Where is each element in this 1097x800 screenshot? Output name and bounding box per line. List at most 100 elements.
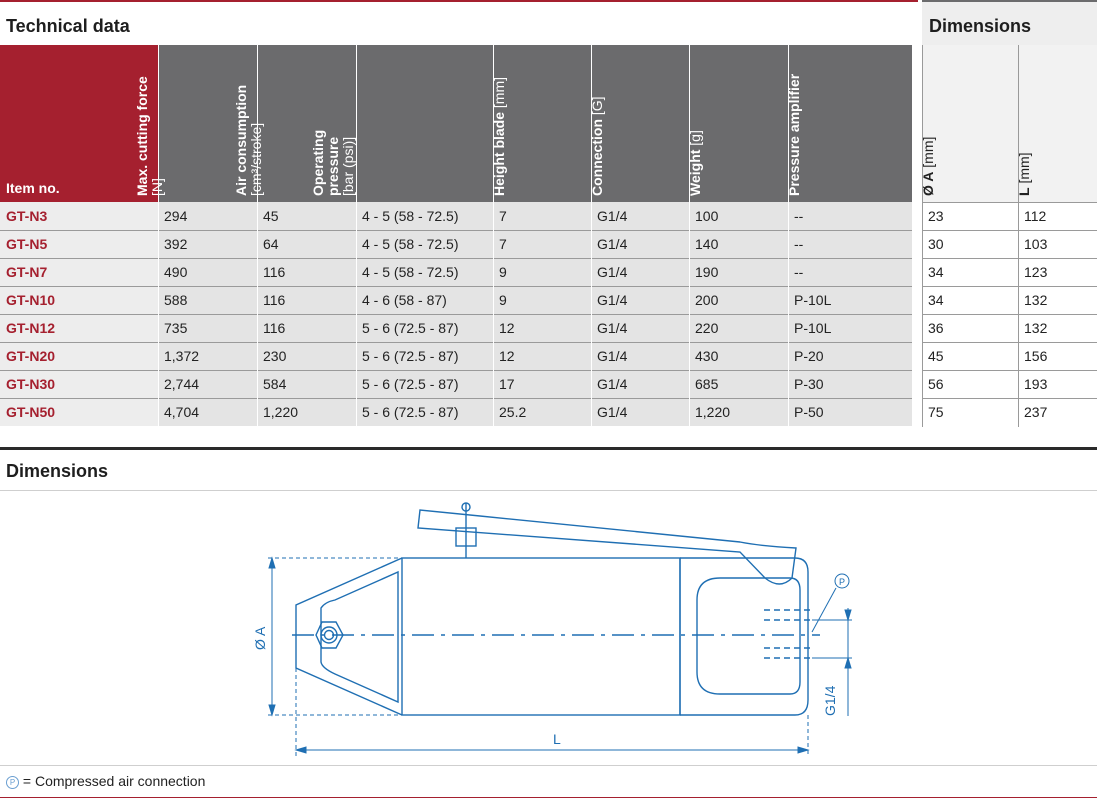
table-cell: 9 (499, 292, 507, 308)
spec-row-shade (158, 258, 912, 286)
p-legend-icon: P (6, 776, 19, 789)
legend-text: = Compressed air connection (22, 773, 206, 789)
dim-table-cell: 103 (1024, 236, 1048, 252)
table-cell: 685 (695, 376, 719, 392)
drawing-title-rule (0, 490, 1097, 491)
table-cell: G1/4 (597, 236, 628, 252)
item-number: GT-N50 (6, 404, 56, 420)
item-cell-shade (0, 398, 158, 426)
spec-row-shade (158, 314, 912, 342)
label-diameter: Ø A (252, 626, 268, 650)
dim-table-cell: 132 (1024, 292, 1048, 308)
table-cell: 2,744 (164, 376, 200, 392)
item-number: GT-N30 (6, 376, 56, 392)
cutting-head (295, 557, 403, 716)
dim-column-header-1: Ø A [mm] (920, 45, 1018, 202)
item-number: GT-N12 (6, 320, 56, 336)
table-cell: 735 (164, 320, 188, 336)
spec-row-shade (158, 286, 912, 314)
table-cell: 116 (263, 292, 286, 308)
column-header-label: Connection [G] (589, 96, 605, 196)
lever-arm (417, 509, 797, 585)
column-header-7: Pressure amplifier (786, 45, 912, 202)
table-cell: 230 (263, 348, 287, 364)
dimensions-header-shade (922, 0, 1097, 45)
spec-row-shade (158, 370, 912, 398)
table-cell: 5 - 6 (72.5 - 87) (362, 348, 459, 364)
table-cell: 294 (164, 208, 188, 224)
table-cell: 116 (263, 320, 286, 336)
table-cell: 4,704 (164, 404, 200, 420)
cell-separator (591, 202, 592, 426)
table-cell: 4 - 6 (58 - 87) (362, 292, 447, 308)
table-cell: 584 (263, 376, 287, 392)
cell-separator (257, 202, 258, 426)
technical-data-title: Technical data (6, 16, 130, 36)
legend: P = Compressed air connection (6, 773, 205, 789)
pivot-pin-head (461, 502, 471, 512)
dim-table-cell: 237 (1024, 404, 1048, 420)
table-cell: 7 (499, 236, 507, 252)
label-connection: G1/4 (822, 685, 838, 716)
cell-separator (788, 202, 789, 426)
row-separator (0, 370, 912, 371)
table-cell: 220 (695, 320, 719, 336)
column-header-bold: Max. cutting force (134, 76, 150, 196)
column-header-bold: Air consumption (233, 84, 249, 196)
table-cell: 4 - 5 (58 - 72.5) (362, 236, 459, 252)
head-inner-contour (320, 570, 399, 704)
item-cell-shade (0, 202, 158, 230)
row-separator (0, 258, 912, 259)
dim-column-separator (1018, 45, 1019, 427)
p-symbol-text: P (839, 577, 845, 587)
cell-separator (158, 202, 159, 426)
title-underline (0, 0, 918, 2)
table-cell: 5 - 6 (72.5 - 87) (362, 320, 459, 336)
item-header-cell: Item no. (0, 45, 158, 202)
table-cell: P-10L (794, 320, 832, 336)
table-cell: P-10L (794, 292, 832, 308)
table-cell: 25.2 (499, 404, 527, 420)
dimensions-table-title: Dimensions (929, 16, 1032, 36)
dim-table-cell: 23 (928, 208, 944, 224)
table-cell: P-20 (794, 348, 824, 364)
item-header-label: Item no. (6, 180, 60, 196)
table-cell: G1/4 (597, 404, 628, 420)
spec-row-shade (158, 398, 912, 426)
dim-row-separator (922, 370, 1097, 371)
row-separator (0, 230, 912, 231)
table-cell: 17 (499, 376, 515, 392)
cell-separator (493, 202, 494, 426)
table-cell: 9 (499, 264, 507, 280)
row-separator (0, 314, 912, 315)
column-header-label: Pressure amplifier (786, 74, 802, 196)
table-cell: 12 (499, 348, 515, 364)
table-cell: -- (794, 208, 804, 224)
table-cell: G1/4 (597, 292, 628, 308)
table-cell: 12 (499, 320, 515, 336)
row-separator (0, 342, 912, 343)
label-length: L (553, 731, 561, 747)
item-cell-shade (0, 258, 158, 286)
table-cell: 5 - 6 (72.5 - 87) (362, 404, 459, 420)
spec-row-shade (158, 230, 912, 258)
body-outline (401, 557, 681, 716)
p-symbol-circle (834, 573, 850, 589)
dim-table-cell: 45 (928, 348, 944, 364)
column-header-label: Weight [g] (687, 130, 703, 196)
dim-row-separator (922, 202, 1097, 203)
column-header-unit: [N] (149, 178, 165, 196)
row-separator (0, 286, 912, 287)
item-cell-shade (0, 370, 158, 398)
dim-table-cell: 75 (928, 404, 944, 420)
column-header-label: Height blade [mm] (491, 77, 507, 196)
spec-row-shade (158, 342, 912, 370)
dim-row-separator (922, 398, 1097, 399)
row-separator (0, 398, 912, 399)
item-cell-shade (0, 342, 158, 370)
dim-row-separator (922, 230, 1097, 231)
